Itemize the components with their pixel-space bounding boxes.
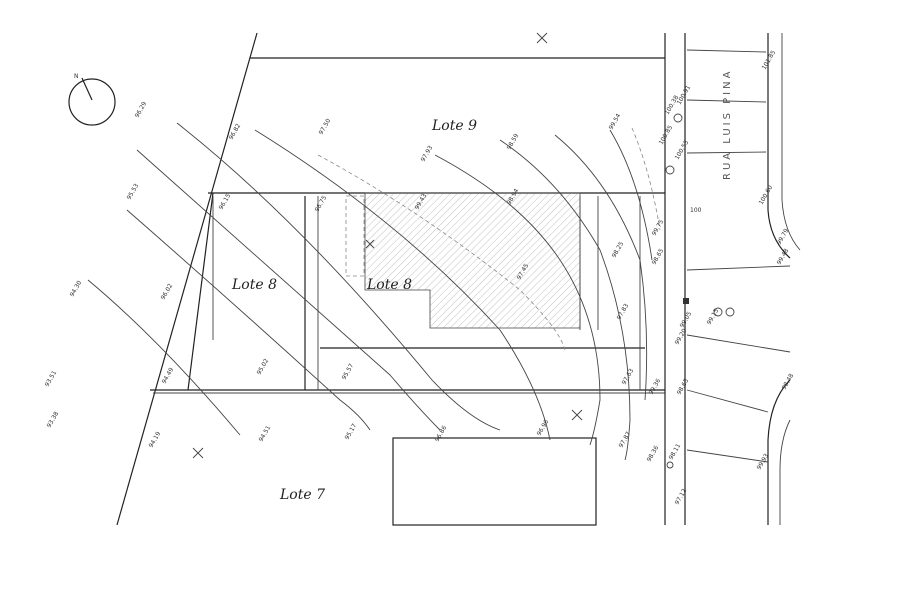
north-arrow-icon: N (68, 73, 116, 126)
street: RUA LUIS PINA (664, 33, 801, 525)
elevation-label: 96.02 (160, 282, 175, 301)
survey-markers (192, 32, 583, 459)
elevation-label: 95.53 (126, 182, 141, 201)
building-footprint (364, 192, 581, 329)
elevation-label: 93.51 (44, 369, 59, 388)
elevation-label: 99.20 (674, 327, 689, 346)
elevation-label: 96.75 (314, 194, 329, 213)
elevation-label: 98.59 (506, 132, 521, 151)
elevation-label: 98.36 (646, 444, 661, 463)
contour-lines: 100 (87, 122, 702, 461)
elevation-label: 96.15 (218, 192, 233, 211)
elevation-label: 100.91 (676, 84, 693, 106)
elevation-label: 99.15 (706, 307, 721, 326)
elevation-label: 97.63 (621, 367, 636, 386)
contour-label: 100 (690, 207, 702, 214)
elevation-label: 96.29 (134, 100, 149, 119)
lot-label-8-left: Lote 8 (231, 277, 277, 293)
lot-label-7: Lote 7 (279, 487, 325, 503)
elevation-label: 97.83 (616, 302, 631, 321)
elevation-label: 99.75 (651, 218, 666, 237)
north-label: N (74, 73, 79, 80)
elevation-label: 97.12 (674, 487, 689, 506)
elevation-label: 95.57 (341, 362, 356, 381)
elevation-label: 98.25 (611, 240, 626, 259)
elevation-label: 100.85 (658, 124, 675, 146)
elevation-label: 98.65 (676, 377, 691, 396)
lot-label-9: Lote 9 (431, 118, 477, 134)
elevation-label: 97.87 (618, 430, 633, 449)
lot-label-8-right: Lote 8 (366, 277, 412, 293)
elevation-label: 100.60 (758, 184, 775, 206)
elevation-label: 96.86 (434, 424, 449, 443)
elevation-label: 94.49 (161, 366, 176, 385)
elevation-label: 98.65 (651, 247, 666, 266)
elevation-label: 95.02 (256, 357, 271, 376)
elevation-label: 100.53 (674, 139, 691, 161)
elevation-label: 95.17 (344, 422, 359, 441)
elevation-label: 97.50 (318, 117, 333, 136)
elevation-label: 99.79 (776, 227, 791, 246)
elevation-label: 101.85 (761, 49, 778, 71)
elevation-label: 98.11 (668, 442, 683, 461)
elevation-label: 98.48 (781, 372, 796, 391)
elevation-label: 99.05 (679, 310, 694, 329)
elevation-label: 97.93 (420, 144, 435, 163)
elevation-label: 94.30 (69, 279, 84, 298)
elevation-label: 96.96 (536, 418, 551, 437)
elevation-label: 94.19 (148, 430, 163, 449)
street-name: RUA LUIS PINA (722, 69, 733, 180)
elevation-label: 93.38 (46, 410, 61, 429)
elevation-label: 94.51 (258, 424, 273, 443)
elevation-label: 96.82 (228, 122, 243, 141)
elevation-label: 99.54 (608, 112, 623, 131)
